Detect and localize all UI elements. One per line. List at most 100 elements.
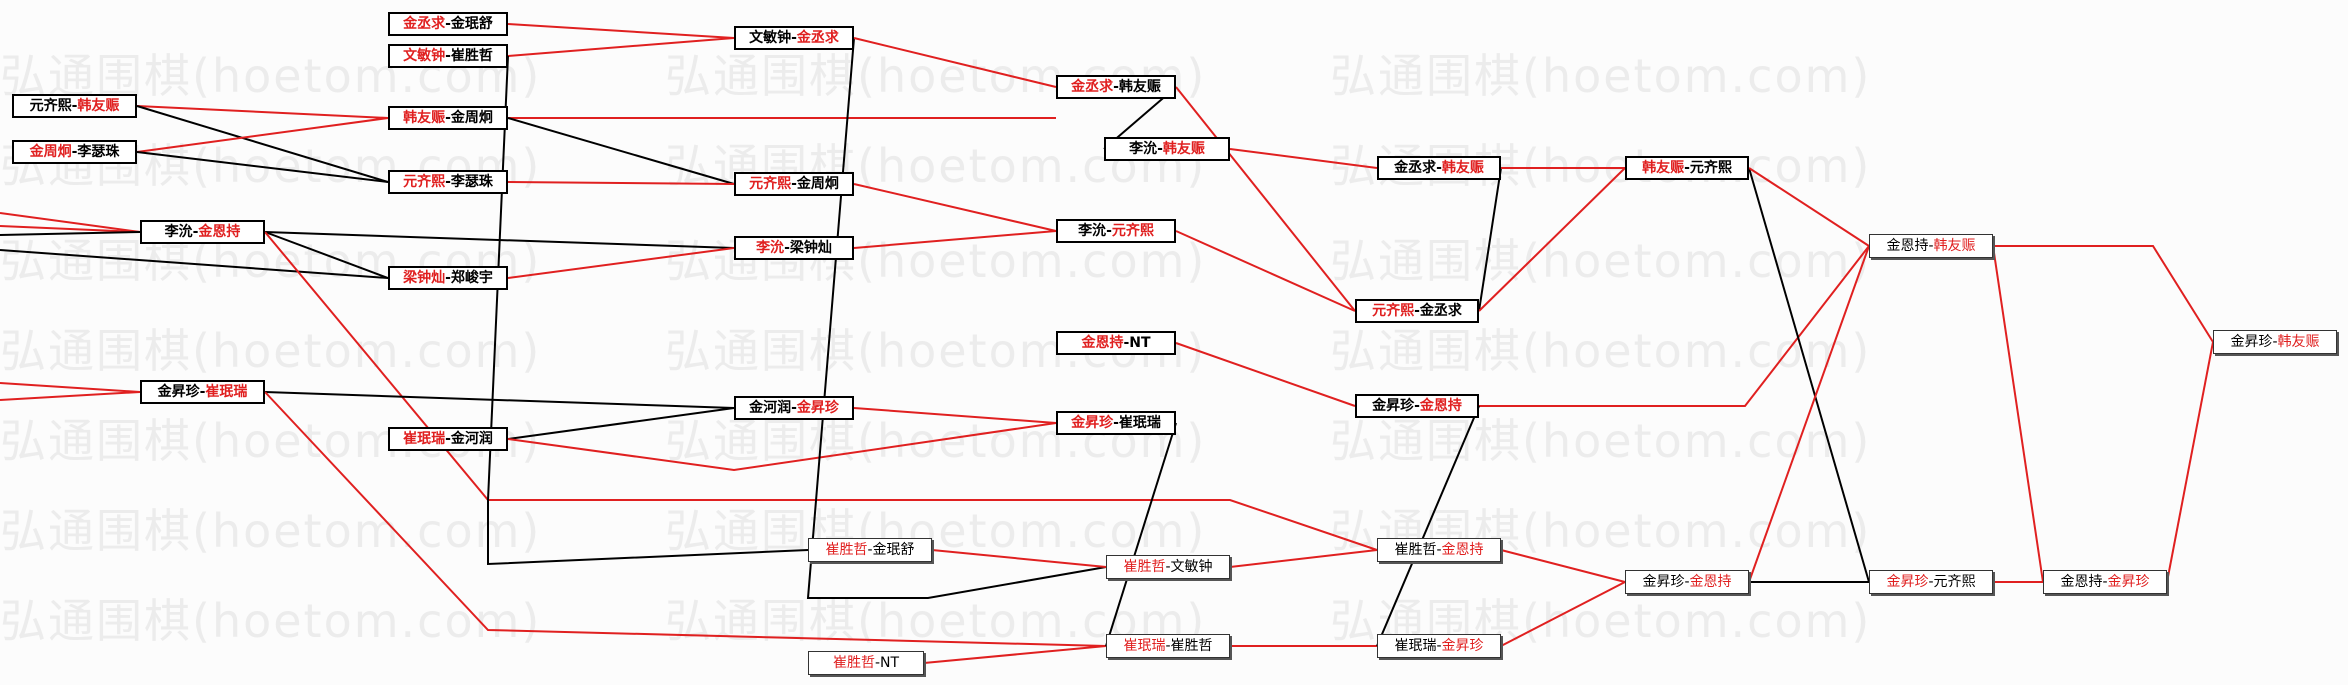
bracket-line: [806, 37, 1107, 599]
player-two: 金丞求: [1419, 303, 1462, 319]
separator: -: [867, 542, 873, 558]
bracket-line: [853, 230, 1057, 249]
bracket-line: [264, 231, 1378, 551]
bracket-line: [0, 391, 141, 401]
bracket-line: [1376, 405, 1480, 647]
match-box: 金恩持-金昇珍: [2043, 570, 2167, 594]
player-two: 金恩持: [1419, 398, 1462, 414]
match-box: 韩友赈-金周炯: [388, 106, 508, 130]
watermark-text: 弘通围棋(hoetom.com): [0, 504, 542, 558]
match-box: 金昇珍-金恩持: [1625, 570, 1749, 594]
separator: -: [1113, 415, 1119, 431]
player-one: 元齐熙: [403, 174, 446, 190]
match-box: 崔珉瑞-金昇珍: [1377, 634, 1501, 658]
match-box: 元齐熙-金周炯: [734, 172, 854, 196]
player-one: 金昇珍: [2230, 334, 2273, 350]
player-one: 李沇: [164, 224, 193, 240]
bracket-line: [0, 225, 141, 233]
bracket-line: [1500, 581, 1626, 647]
bracket-line: [507, 422, 1057, 472]
watermark-text: 弘通围棋(hoetom.com): [1330, 234, 1872, 288]
player-two: 金昇珍: [2107, 574, 2150, 590]
bracket-line: [507, 247, 735, 279]
bracket-line: [264, 391, 735, 409]
match-box: 金丞求-韩友赈: [1377, 156, 1501, 180]
player-one: 金昇珍: [1372, 398, 1415, 414]
bracket-line: [1175, 230, 1356, 312]
match-box: 崔胜哲-文敏钟: [1106, 555, 1230, 579]
bracket-line: [1479, 245, 1870, 407]
player-one: 崔胜哲: [825, 542, 868, 558]
player-one: 李沇: [1078, 223, 1107, 239]
bracket-line: [1748, 245, 1870, 583]
player-two: 崔珉瑞: [205, 384, 248, 400]
player-two: 韩友赈: [77, 98, 120, 114]
match-box: 文敏钟-金丞求: [734, 26, 854, 50]
bracket-line: [853, 183, 1057, 232]
match-box: 金昇珍-崔珉瑞: [1056, 411, 1176, 435]
player-one: 韩友赈: [403, 110, 446, 126]
bracket-line: [1992, 245, 2044, 583]
player-one: 崔珉瑞: [403, 431, 446, 447]
bracket-line: [507, 23, 735, 39]
player-two: 崔胜哲: [450, 48, 493, 64]
bracket-line: [1478, 167, 1502, 312]
player-one: 崔胜哲: [832, 655, 875, 671]
match-box: 金昇珍-韩友赈: [2213, 330, 2337, 354]
player-one: 元齐熙: [1372, 303, 1415, 319]
separator: -: [1436, 638, 1442, 654]
separator: -: [445, 431, 451, 447]
bracket-line: [1175, 86, 1356, 312]
player-one: 金恩持: [1081, 335, 1124, 351]
match-box: 崔珉瑞-金河润: [388, 427, 508, 451]
player-two: 金恩持: [1689, 574, 1732, 590]
match-box: 元齐熙-李瑟珠: [388, 170, 508, 194]
player-one: 元齐熙: [749, 176, 792, 192]
bracket-line: [853, 37, 1057, 88]
player-one: 元齐熙: [29, 98, 72, 114]
player-one: 韩友赈: [1642, 160, 1685, 176]
watermark-text: 弘通围棋(hoetom.com): [0, 324, 542, 378]
player-two: 金周炯: [796, 176, 839, 192]
match-box: 金丞求-金珉舒: [388, 12, 508, 36]
watermark-text: 弘通围棋(hoetom.com): [1330, 324, 1872, 378]
match-box: 金河润-金昇珍: [734, 396, 854, 420]
match-box: 金恩持-NT: [1056, 331, 1176, 355]
match-box: 李沇-韩友赈: [1104, 137, 1230, 161]
bracket-line: [0, 382, 141, 393]
player-two: 郑峻宇: [450, 270, 493, 286]
player-one: 金昇珍: [1642, 574, 1685, 590]
match-box: 金丞求-韩友赈: [1056, 75, 1176, 99]
player-two: 梁钟灿: [789, 240, 832, 256]
match-box: 李沇-金恩持: [140, 220, 265, 244]
player-two: 金河润: [450, 431, 493, 447]
bracket-line: [264, 391, 1107, 647]
player-one: 崔珉瑞: [1123, 638, 1166, 654]
player-one: 文敏钟: [749, 30, 792, 46]
player-one: 梁钟灿: [403, 270, 446, 286]
bracket-line: [1993, 245, 2214, 343]
bracket-line: [507, 37, 735, 57]
separator: -: [445, 110, 451, 126]
separator: -: [1684, 574, 1690, 590]
match-box: 梁钟灿-郑峻宇: [388, 266, 508, 290]
player-one: 李沇: [1129, 141, 1158, 157]
separator: -: [445, 270, 451, 286]
match-box: 金周炯-李瑟珠: [12, 140, 137, 164]
player-one: 崔胜哲: [1394, 542, 1437, 558]
match-box: 李沇-元齐熙: [1056, 219, 1176, 243]
separator: -: [1165, 638, 1171, 654]
player-one: 金丞求: [1394, 160, 1437, 176]
separator: -: [192, 224, 199, 240]
player-two: 金丞求: [796, 30, 839, 46]
separator: -: [445, 174, 451, 190]
match-box: 李沇-梁钟灿: [734, 236, 854, 260]
bracket-line: [507, 117, 735, 185]
match-box: 元齐熙-韩友赈: [12, 94, 137, 118]
bracket-line: [0, 249, 389, 279]
watermark-text: 弘通围棋(hoetom.com): [1330, 49, 1872, 103]
player-two: 李瑟珠: [450, 174, 493, 190]
match-box: 崔珉瑞-崔胜哲: [1106, 634, 1230, 658]
